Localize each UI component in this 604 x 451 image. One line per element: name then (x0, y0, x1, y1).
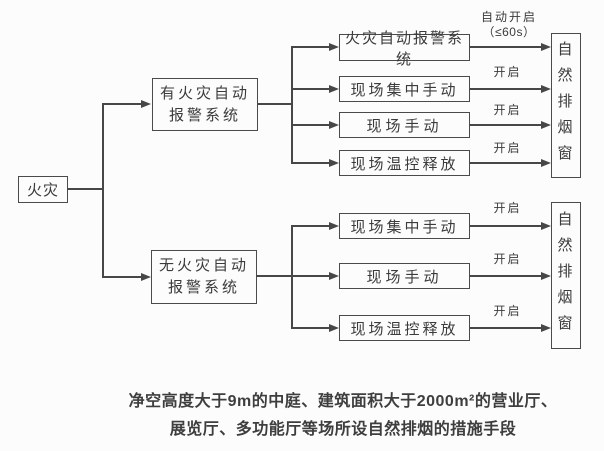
connector-line (102, 103, 104, 278)
label-auto-open: 自动开启 （≤60s） (473, 10, 545, 40)
connector-line (470, 327, 541, 329)
arrowhead (329, 159, 339, 167)
node-with-alarm-line2: 报警系统 (168, 106, 241, 124)
node-with-alarm-system: 有火灾自动 报警系统 (152, 78, 258, 131)
connector-line (291, 162, 329, 164)
label-auto-open-line1: 自动开启 (480, 10, 537, 24)
arrowhead (329, 272, 339, 280)
label-open-bottom-1: 开启 (493, 201, 522, 215)
node-onsite-manual-top-label: 现场手动 (366, 117, 443, 135)
node-fire-label: 火灾 (26, 182, 59, 199)
label-auto-open-line2: （≤60s） (482, 25, 536, 39)
label-open-top-4: 开启 (493, 141, 522, 155)
connector-line (470, 124, 541, 126)
node-onsite-central-manual-bottom-label: 现场集中手动 (350, 218, 459, 236)
arrowhead (141, 100, 151, 108)
connector-line (256, 275, 293, 277)
node-natural-vent-bottom-label: 自然排烟窗 (555, 210, 573, 341)
node-fire: 火灾 (18, 176, 68, 203)
connector-line (291, 88, 329, 90)
node-onsite-manual-top: 现场手动 (339, 112, 470, 138)
connector-line (102, 276, 141, 278)
arrowhead (141, 273, 151, 281)
connector-line (291, 225, 293, 329)
node-without-alarm-line2: 报警系统 (167, 279, 240, 296)
node-onsite-thermal-release-bottom: 现场温控释放 (339, 315, 470, 341)
node-onsite-manual-bottom-label: 现场手动 (366, 268, 443, 286)
arrowhead (541, 324, 551, 332)
node-with-alarm-line1: 有火灾自动 (159, 84, 250, 102)
arrowhead (541, 85, 551, 93)
node-natural-vent-top-label: 自然排烟窗 (555, 40, 573, 171)
connector-line (257, 103, 293, 105)
node-onsite-thermal-release-top-label: 现场温控释放 (350, 155, 459, 173)
caption-line2: 展览厅、多功能厅等场所设自然排烟的措施手段 (169, 421, 517, 438)
connector-line (291, 124, 329, 126)
connector-line (291, 225, 329, 227)
arrowhead (329, 121, 339, 129)
connector-line (291, 46, 329, 48)
connector-line (470, 275, 541, 277)
arrowhead (329, 324, 339, 332)
connector-line (291, 327, 329, 329)
node-onsite-thermal-release-top: 现场温控释放 (339, 150, 470, 176)
arrowhead (541, 272, 551, 280)
connector-line (67, 188, 103, 190)
arrowhead (541, 222, 551, 230)
label-open-top-3: 开启 (493, 103, 522, 117)
label-open-top-2: 开启 (493, 65, 522, 79)
connector-line (102, 103, 141, 105)
arrowhead (541, 121, 551, 129)
node-onsite-thermal-release-bottom-label: 现场温控释放 (350, 320, 459, 338)
arrowhead (329, 85, 339, 93)
node-natural-vent-bottom: 自然排烟窗 (551, 202, 581, 349)
node-onsite-manual-bottom: 现场手动 (339, 263, 470, 289)
node-onsite-central-manual-top: 现场集中手动 (339, 76, 470, 102)
node-onsite-central-manual-top-label: 现场集中手动 (350, 81, 459, 99)
arrowhead (329, 43, 339, 51)
connector-line (291, 46, 293, 164)
node-natural-vent-top: 自然排烟窗 (551, 33, 581, 178)
connector-line (470, 225, 541, 227)
label-open-bottom-3: 开启 (493, 304, 522, 318)
connector-line (470, 162, 541, 164)
arrowhead (541, 43, 551, 51)
label-open-bottom-2: 开启 (493, 252, 522, 266)
caption-line1: 净空高度大于9m的中庭、建筑面积大于2000m²的营业厅、 (128, 393, 558, 410)
node-fire-auto-alarm-label: 火灾自动报警系统 (344, 29, 464, 68)
arrowhead (541, 159, 551, 167)
arrowhead (329, 222, 339, 230)
caption: 净空高度大于9m的中庭、建筑面积大于2000m²的营业厅、 展览厅、多功能厅等场… (83, 388, 603, 444)
node-without-alarm-line1: 无火灾自动 (158, 257, 249, 274)
connector-line (470, 46, 541, 48)
node-onsite-central-manual-bottom: 现场集中手动 (339, 213, 470, 239)
connector-line (291, 275, 329, 277)
node-without-alarm-system: 无火灾自动 报警系统 (151, 250, 257, 304)
node-fire-auto-alarm: 火灾自动报警系统 (339, 30, 470, 68)
connector-line (470, 88, 541, 90)
